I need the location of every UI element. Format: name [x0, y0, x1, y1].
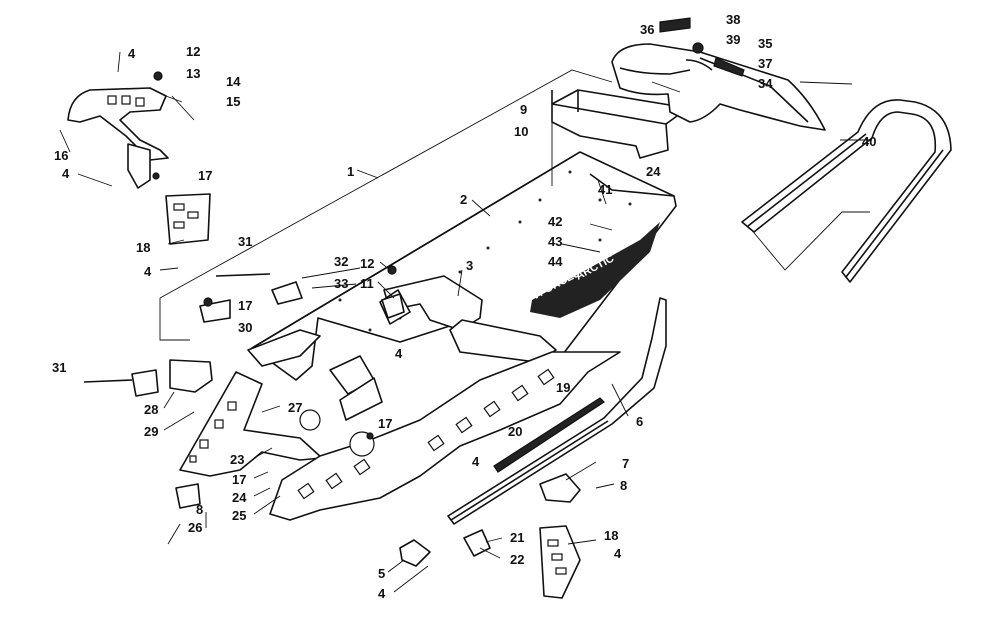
callout-1: 1 [347, 164, 354, 179]
callout-4: 4 [128, 46, 136, 61]
callout-42: 42 [548, 214, 562, 229]
callout-20: 20 [508, 424, 522, 439]
leader-lines [59, 51, 872, 593]
callout-26: 26 [188, 520, 202, 535]
callout-24: 24 [232, 490, 247, 505]
rear-seat-case [611, 17, 826, 131]
callout-44: 44 [548, 254, 563, 269]
callout-40: 40 [862, 134, 876, 149]
callout-5: 5 [378, 566, 385, 581]
callout-12: 12 [186, 44, 200, 59]
footrest-plate-lower [539, 525, 581, 599]
callout-30: 30 [238, 320, 252, 335]
callout-35: 35 [758, 36, 772, 51]
callout-17: 17 [198, 168, 212, 183]
panel-cutouts [297, 368, 555, 500]
right-side-panel [269, 351, 621, 521]
callout-15: 15 [226, 94, 240, 109]
callout-19: 19 [556, 380, 570, 395]
misc-brackets [83, 71, 581, 567]
callout-8: 8 [620, 478, 627, 493]
footrest-plate-upper [165, 193, 211, 245]
callout-22: 22 [510, 552, 524, 567]
callout-23: 23 [230, 452, 244, 467]
callout-31: 31 [52, 360, 66, 375]
callout-10: 10 [514, 124, 528, 139]
tunnel-decal [530, 222, 660, 318]
callout-4: 4 [62, 166, 70, 181]
rear-mount-plate [551, 89, 689, 159]
callout-17: 17 [232, 472, 246, 487]
callout-9: 9 [520, 102, 527, 117]
callout-7: 7 [622, 456, 629, 471]
callout-43: 43 [548, 234, 562, 249]
callout-18: 18 [136, 240, 150, 255]
callout-4: 4 [614, 546, 622, 561]
callout-41: 41 [598, 182, 612, 197]
callout-8: 8 [196, 502, 203, 517]
callout-33: 33 [334, 276, 348, 291]
callout-21: 21 [510, 530, 524, 545]
callout-25: 25 [232, 508, 246, 523]
callout-11: 11 [360, 276, 374, 291]
callout-2: 2 [460, 192, 467, 207]
callout-4: 4 [378, 586, 386, 601]
callout-24: 24 [646, 164, 661, 179]
callout-labels: 1 2 3 4 4 4 4 4 4 4 5 6 7 8 8 9 10 11 12… [52, 12, 876, 601]
callout-3: 3 [466, 258, 473, 273]
callout-4: 4 [472, 454, 480, 469]
callout-27: 27 [288, 400, 302, 415]
running-board-rail [447, 297, 667, 525]
front-bracket-upper [67, 87, 169, 189]
assembly-bracket-1 [159, 69, 870, 341]
callout-12: 12 [360, 256, 374, 271]
main-tunnel: VFORCE3 ARCTIC [251, 151, 677, 381]
callout-6: 6 [636, 414, 643, 429]
callout-31: 31 [238, 234, 252, 249]
callout-29: 29 [144, 424, 158, 439]
rear-bumper [741, 99, 952, 283]
callout-17: 17 [238, 298, 252, 313]
callout-34: 34 [758, 76, 773, 91]
callout-36: 36 [640, 22, 654, 37]
callout-28: 28 [144, 402, 158, 417]
callout-18: 18 [604, 528, 618, 543]
callout-39: 39 [726, 32, 740, 47]
callout-4: 4 [144, 264, 152, 279]
callout-37: 37 [758, 56, 772, 71]
callout-14: 14 [226, 74, 241, 89]
callout-17: 17 [378, 416, 392, 431]
callout-4: 4 [395, 346, 403, 361]
callout-13: 13 [186, 66, 200, 81]
callout-32: 32 [334, 254, 348, 269]
callout-16: 16 [54, 148, 68, 163]
rail-strip [493, 397, 605, 473]
callout-38: 38 [726, 12, 740, 27]
